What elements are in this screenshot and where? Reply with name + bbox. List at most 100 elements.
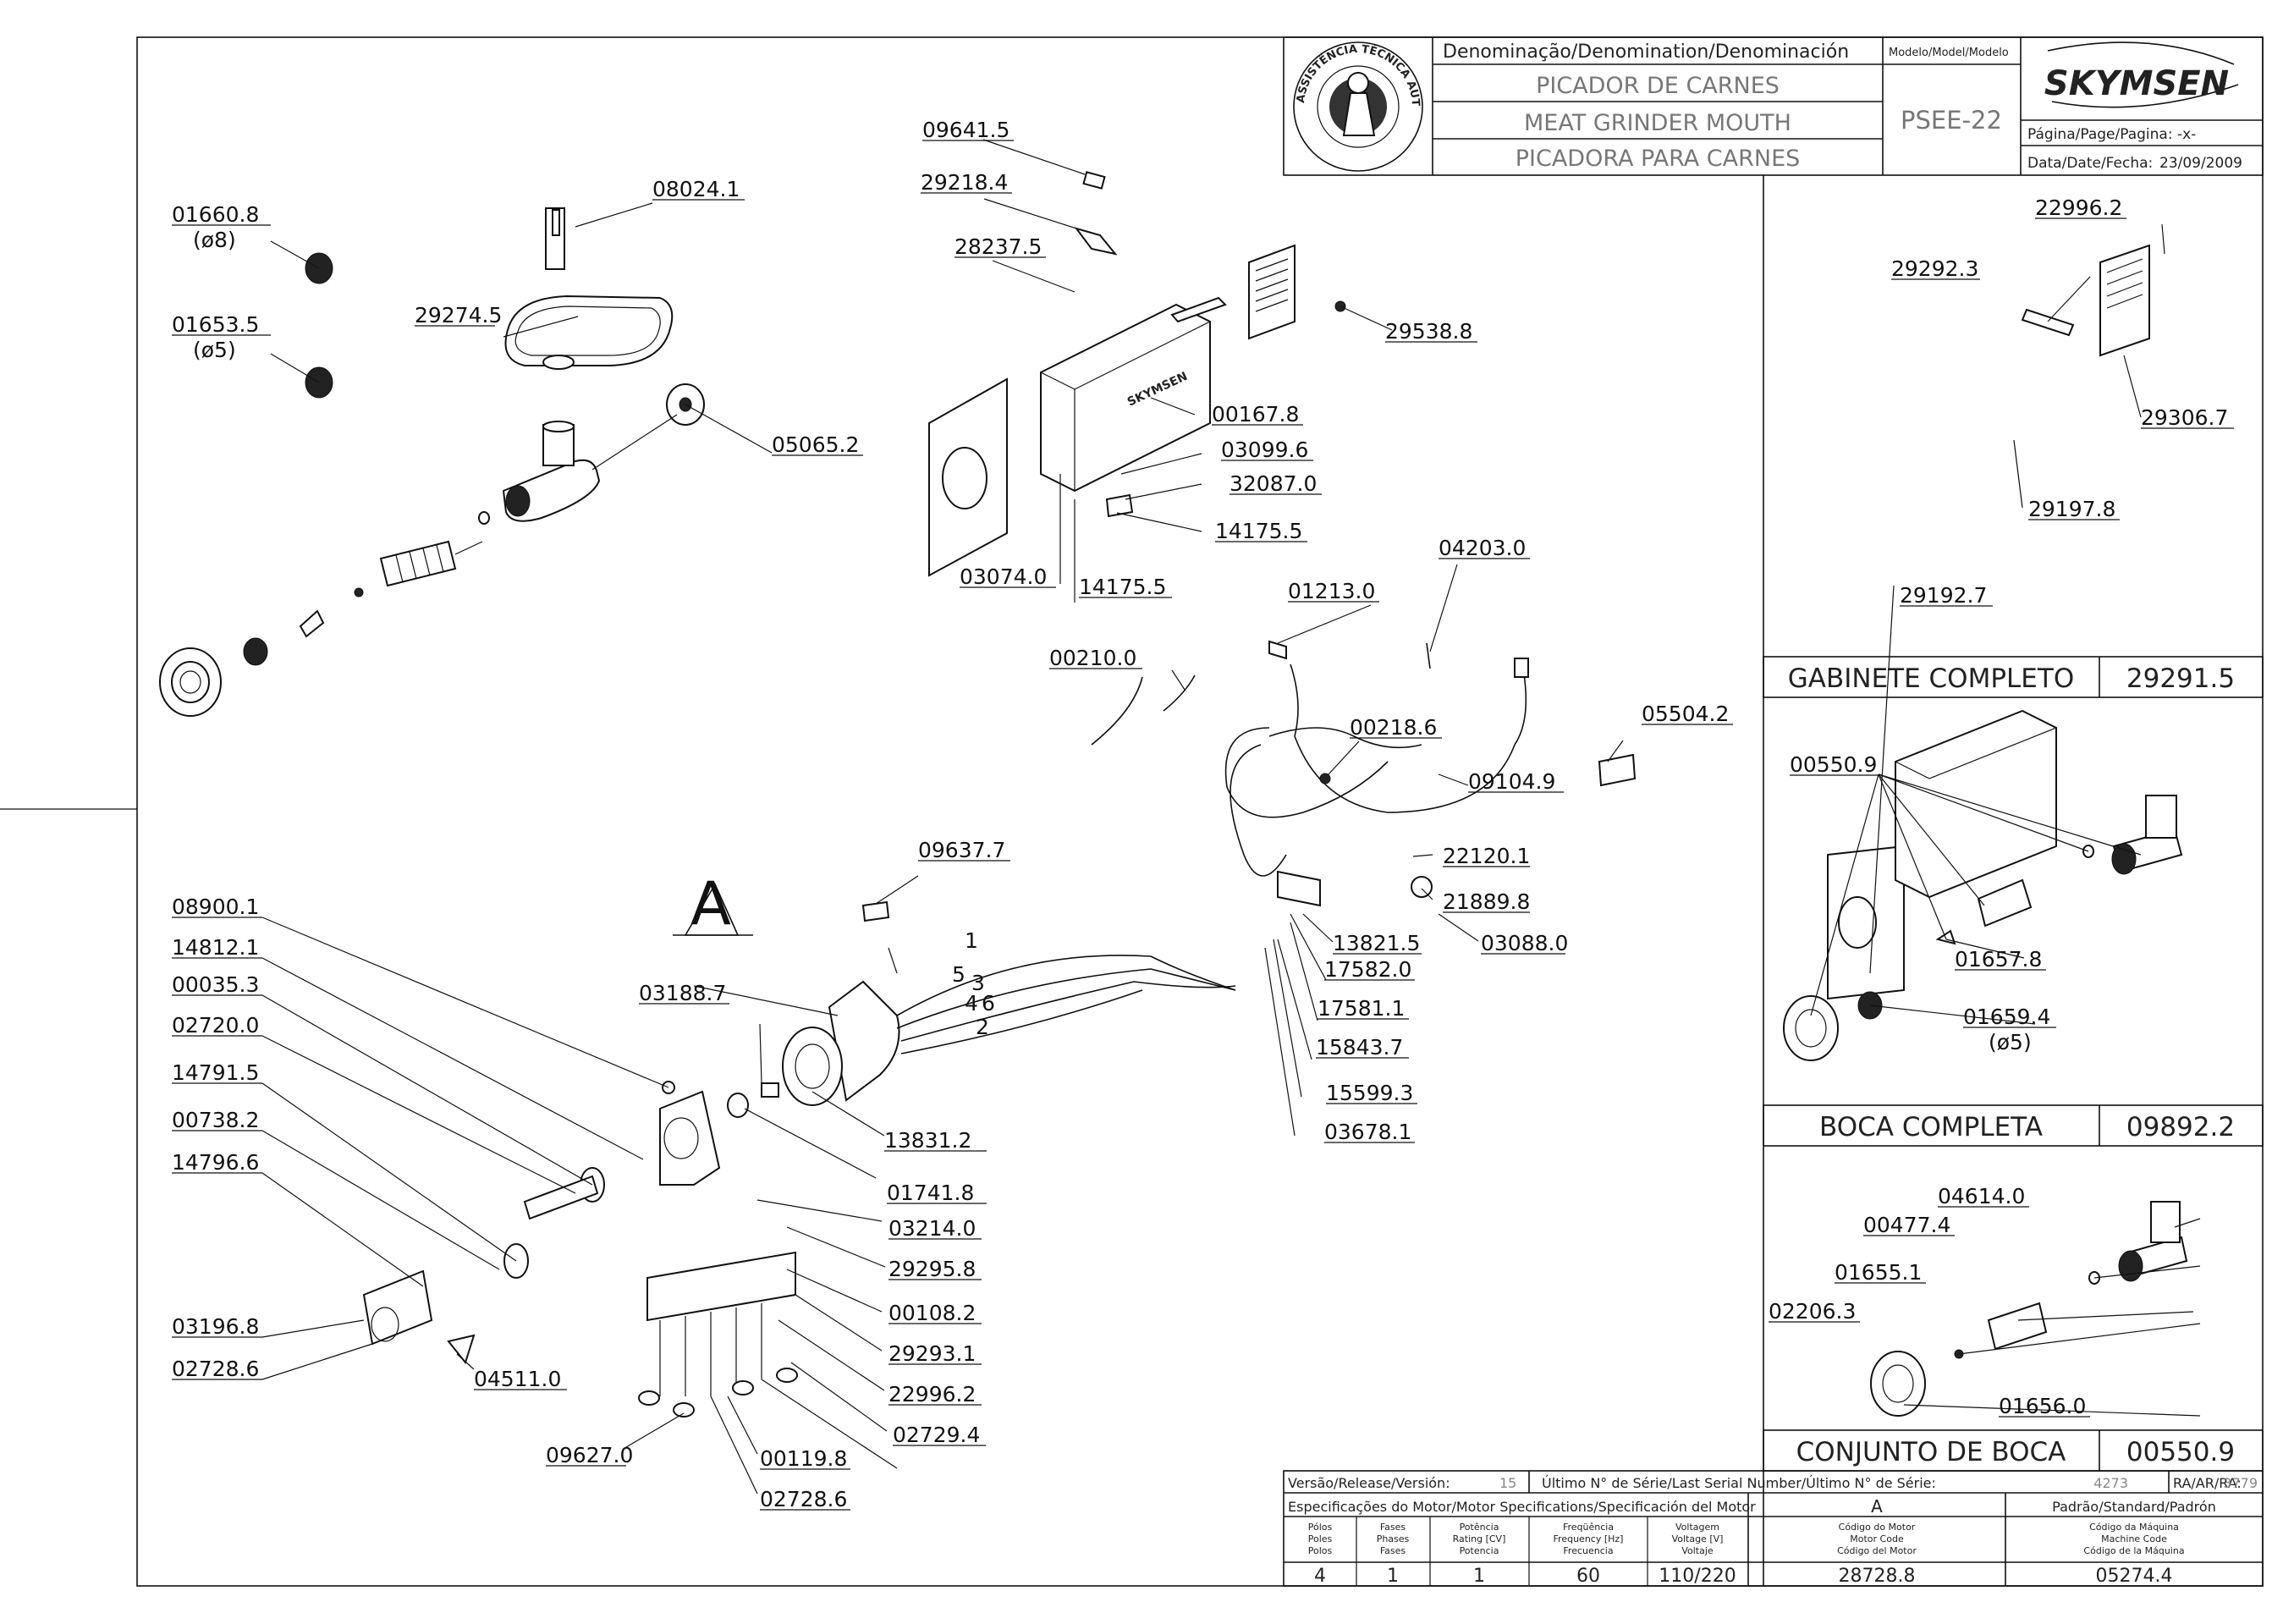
motor-code-label-en: Motor Code — [1850, 1533, 1904, 1544]
callout-01741-8: 01741.8 — [887, 1181, 974, 1205]
callout-14791-5: 14791.5 — [172, 1060, 259, 1085]
voltage-value: 110/220 — [1659, 1566, 1736, 1587]
callout-00108-2: 00108.2 — [888, 1301, 976, 1325]
callout-00119-8: 00119.8 — [760, 1446, 847, 1471]
motor-code-label-es: Código del Motor — [1837, 1545, 1917, 1556]
ra-value: 3779 — [2223, 1475, 2258, 1491]
callout-marker-a: A — [690, 869, 731, 939]
stamp-text: ASSISTÊNCIA TÉCNICA AUTORIZADA — [0, 0, 1422, 107]
subassembly-name-cabinet: GABINETE COMPLETO — [1788, 663, 2074, 694]
model-value: PSEE-22 — [1901, 106, 2002, 135]
wire-number-2: 2 — [976, 1015, 989, 1039]
name-es: PICADORA PARA CARNES — [1516, 146, 1801, 172]
name-en: MEAT GRINDER MOUTH — [1524, 110, 1791, 136]
frequency-value: 60 — [1576, 1566, 1600, 1587]
wire-number-4: 4 — [965, 991, 978, 1016]
callout-15599-3: 15599.3 — [1326, 1081, 1413, 1105]
callout-09637-7: 09637.7 — [918, 838, 1005, 862]
poles-value: 4 — [1314, 1566, 1326, 1587]
callout-05065-2: 05065.2 — [772, 432, 859, 457]
model-header: Modelo/Model/Modelo — [1889, 47, 2009, 59]
callout-08900-1: 08900.1 — [172, 895, 259, 919]
wire-number-3: 3 — [971, 971, 985, 995]
callout-17582-0: 17582.0 — [1324, 957, 1411, 982]
callout-29218-4: 29218.4 — [921, 170, 1008, 195]
power-label-es: Potencia — [1460, 1545, 1499, 1556]
callout-04511-0: 04511.0 — [474, 1367, 561, 1391]
machine-code-label-pt: Código da Máquina — [2089, 1522, 2179, 1533]
callout-02728-6-b: 02728.6 — [760, 1487, 847, 1511]
wire-number-1: 1 — [965, 928, 978, 953]
callout-03214-0: 03214.0 — [888, 1216, 976, 1241]
callout-01659-4-size: (ø5) — [1989, 1030, 2032, 1054]
callout-underlines — [172, 140, 2234, 1511]
subassembly-name-mouth: BOCA COMPLETA — [1819, 1112, 2043, 1142]
phases-label-pt: Fases — [1380, 1522, 1406, 1533]
callout-28237-5: 28237.5 — [954, 234, 1042, 259]
callout-13821-5: 13821.5 — [1333, 931, 1420, 955]
revision-value: A — [1871, 1496, 1883, 1517]
callout-29274-5: 29274.5 — [415, 303, 502, 328]
callout-03074-0: 03074.0 — [960, 564, 1047, 589]
callout-00210-0: 00210.0 — [1049, 646, 1136, 670]
callout-00035-3: 00035.3 — [172, 972, 259, 997]
drawing-border — [136, 36, 2264, 1587]
callout-00167-8: 00167.8 — [1212, 402, 1299, 427]
wire-number-5: 5 — [952, 962, 965, 987]
freq-label-es: Frecuencia — [1563, 1545, 1613, 1556]
power-label-en: Rating [CV] — [1453, 1533, 1506, 1544]
callout-04203-0: 04203.0 — [1439, 536, 1526, 560]
callout-01659-4: 01659.4 — [1963, 1005, 2050, 1029]
callout-22120-1: 22120.1 — [1443, 844, 1530, 868]
standard-label: Padrão/Standard/Padrón — [2052, 1499, 2216, 1515]
right-grille-icon — [2099, 244, 2150, 357]
callout-02728-6: 02728.6 — [172, 1357, 259, 1381]
foot-icon — [638, 1390, 660, 1406]
warning-label-icon — [1598, 753, 1637, 787]
motor-assembly — [362, 947, 1236, 1418]
denomination-header: Denominação/Denomination/Denominación — [1443, 41, 1849, 63]
callout-29292-3: 29292.3 — [1891, 256, 1978, 281]
switch-icon — [1277, 870, 1321, 907]
wire-number-6: 6 — [982, 991, 995, 1016]
grinder-mouth-assembly — [159, 207, 705, 717]
subassembly-code-mouth-set: 00550.9 — [2126, 1437, 2235, 1467]
page-label: Página/Page/Pagina: -x- — [2027, 126, 2196, 143]
tray-icon — [504, 295, 674, 366]
callout-03196-8: 03196.8 — [172, 1314, 259, 1339]
callout-09627-0: 09627.0 — [546, 1443, 633, 1467]
phases-label-es: Fases — [1380, 1545, 1406, 1556]
washer-icon — [727, 1093, 749, 1118]
callout-17581-1: 17581.1 — [1318, 996, 1405, 1021]
subassembly-code-mouth: 09892.2 — [2126, 1112, 2235, 1142]
machine-code-label-es: Código de la Máquina — [2083, 1545, 2184, 1556]
callout-01656-0: 01656.0 — [1999, 1394, 2086, 1418]
serial-value: 4273 — [2093, 1475, 2128, 1491]
callout-29192-7: 29192.7 — [1900, 583, 1987, 608]
cabinet-assembly: SKYMSEN — [928, 171, 1346, 577]
plug-icon — [1514, 658, 1529, 678]
callout-01655-1: 01655.1 — [1835, 1260, 1922, 1285]
machine-code-label-en: Machine Code — [2101, 1533, 2167, 1544]
callout-03188-7: 03188.7 — [639, 981, 726, 1005]
leader-lines — [261, 139, 2201, 1495]
callout-14175-5: 14175.5 — [1215, 519, 1302, 543]
callout-29538-8: 29538.8 — [1385, 319, 1472, 344]
base-plate-icon — [646, 1251, 796, 1322]
version-value: 15 — [1499, 1475, 1516, 1491]
callout-01213-0: 01213.0 — [1288, 579, 1375, 603]
poles-label-en: Poles — [1308, 1533, 1333, 1544]
voltage-label-es: Voltaje — [1681, 1545, 1714, 1556]
brand-logo: SKYMSEN — [2044, 64, 2229, 103]
callout-14175-5-b: 14175.5 — [1079, 575, 1166, 599]
cabinet-body-icon — [1040, 303, 1211, 493]
serial-label: Último N° de Série/Last Serial Number/Úl… — [1542, 1475, 1936, 1491]
label-icon — [861, 900, 890, 922]
motor-code-label-pt: Código do Motor — [1839, 1522, 1916, 1533]
authorized-stamp — [1293, 41, 1423, 172]
callout-02720-0: 02720.0 — [172, 1013, 259, 1038]
label-plate-icon — [1082, 171, 1106, 190]
callout-21889-8: 21889.8 — [1443, 889, 1530, 914]
callout-29295-8: 29295.8 — [888, 1257, 976, 1281]
